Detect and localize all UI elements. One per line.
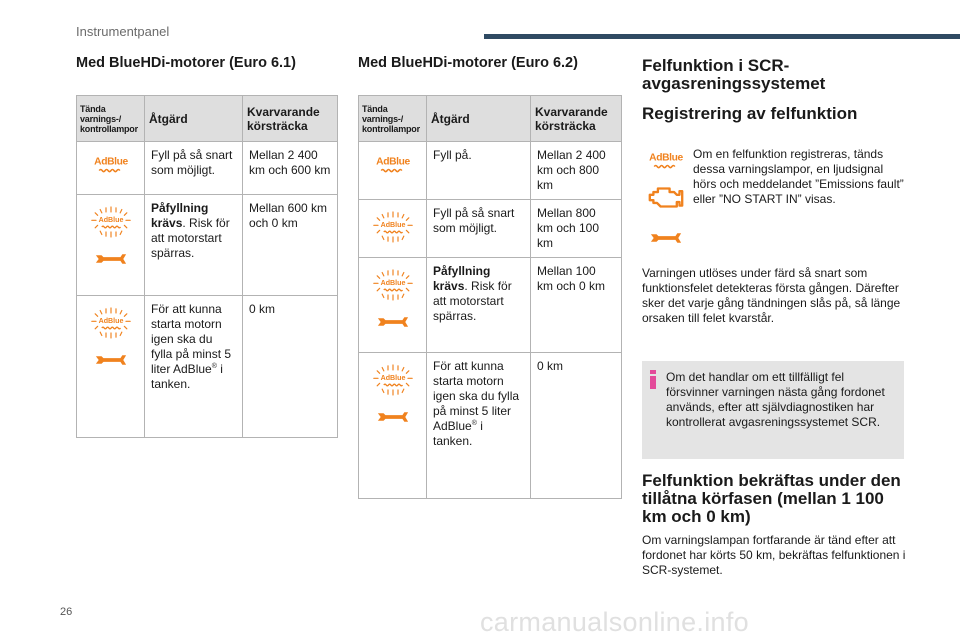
action-text: Fyll på.: [433, 148, 472, 162]
registered-mark: ®: [211, 363, 217, 370]
header-action: Åtgärd: [426, 95, 531, 142]
header-lamps: Tända varnings-/ kontrollampor: [76, 95, 145, 142]
col2-heading: Med BlueHDi-motorer (Euro 6.2): [358, 55, 578, 71]
table-header-row: Tända varnings-/ kontrollampor Åtgärd Kv…: [76, 95, 338, 142]
header-distance: Kvarvarande körsträcka: [530, 95, 622, 142]
wrench-icon: [376, 409, 410, 425]
info-text: Om det handlar om ett tillfälligt fel fö…: [666, 370, 885, 429]
lamp-cell: [76, 141, 145, 195]
header-action: Åtgärd: [144, 95, 243, 142]
table-header-row: Tända varnings-/ kontrollampor Åtgärd Kv…: [358, 95, 622, 142]
adblue-icon: [371, 152, 415, 176]
lamp-cell: [358, 141, 427, 200]
header-bar: [484, 34, 960, 39]
distance-cell: 0 km: [530, 352, 622, 499]
lamp-cell: [76, 194, 145, 296]
fault-confirmed-heading: Felfunktion bekräftas under den tillåtna…: [642, 471, 901, 526]
engine-icon: [648, 184, 684, 211]
fault-detection-text: Om en felfunktion registreras, tänds des…: [693, 147, 904, 206]
info-box: Om det handlar om ett tillfälligt fel fö…: [642, 361, 904, 459]
action-cell: Påfyllning krävs. Risk för att motorstar…: [426, 257, 531, 353]
action-text: . Risk för att motorstart spärras.: [433, 279, 512, 323]
distance-cell: Mellan 800 km och 100 km: [530, 199, 622, 258]
distance-cell: Mellan 2 400 km och 600 km: [242, 141, 338, 195]
action-bold: Påfyllning krävs: [151, 201, 209, 230]
action-text: Fyll på så snart som möjligt.: [433, 206, 515, 235]
adblue-flashing-icon: [368, 210, 418, 244]
action-bold: Påfyllning krävs: [433, 264, 491, 293]
action-text-after: i tanken.: [151, 362, 223, 391]
info-icon: [650, 370, 656, 389]
adblue-flashing-icon: [368, 363, 418, 397]
action-cell: Fyll på så snart som möjligt.: [426, 199, 531, 258]
adblue-icon: [89, 152, 133, 176]
header-distance: Kvarvarande körsträcka: [242, 95, 338, 142]
table-row: Fyll på. Mellan 2 400 km och 800 km: [358, 141, 622, 200]
chapter-title: Instrumentpanel: [76, 24, 170, 39]
distance-cell: Mellan 2 400 km och 800 km: [530, 141, 622, 200]
action-text: För att kunna starta motorn igen ska du …: [433, 359, 520, 433]
scr-fault-heading: Felfunktion i SCR-avgasreningssystemet: [642, 56, 826, 93]
table-row: Påfyllning krävs. Risk för att motorstar…: [358, 257, 622, 353]
adblue-flashing-icon: [368, 268, 418, 302]
wrench-icon: [94, 352, 128, 368]
action-cell: Fyll på så snart som möjligt.: [144, 141, 243, 195]
page-number: 26: [60, 606, 73, 618]
table-row: Påfyllning krävs. Risk för att motorstar…: [76, 194, 338, 296]
wrench-icon: [649, 230, 683, 246]
registered-mark: ®: [471, 420, 477, 427]
lamp-cell: [76, 295, 145, 438]
col1-table: Tända varnings-/ kontrollampor Åtgärd Kv…: [76, 95, 338, 438]
adblue-icon: [644, 148, 688, 172]
action-text: . Risk för att motorstart spärras.: [151, 216, 230, 260]
watermark: carmanualsonline.info: [480, 607, 749, 637]
table-row: Fyll på så snart som möjligt. Mellan 2 4…: [76, 141, 338, 195]
lamp-cell: [358, 199, 427, 258]
action-cell: Fyll på.: [426, 141, 531, 200]
distance-cell: Mellan 600 km och 0 km: [242, 194, 338, 296]
distance-cell: Mellan 100 km och 0 km: [530, 257, 622, 353]
fault-detection-heading: Registrering av felfunktion: [642, 104, 858, 123]
table-row: För att kunna starta motorn igen ska du …: [358, 352, 622, 499]
lamp-cell: [358, 257, 427, 353]
col1-heading: Med BlueHDi-motorer (Euro 6.1): [76, 55, 296, 71]
adblue-flashing-icon: [86, 205, 136, 239]
action-text-after: i tanken.: [433, 419, 483, 448]
wrench-icon: [94, 251, 128, 267]
action-cell: För att kunna starta motorn igen ska du …: [426, 352, 531, 499]
adblue-flashing-icon: [86, 306, 136, 340]
lamp-cell: [358, 352, 427, 499]
table-row: Fyll på så snart som möjligt. Mellan 800…: [358, 199, 622, 258]
distance-cell: 0 km: [242, 295, 338, 438]
wrench-icon: [376, 314, 410, 330]
action-text: Fyll på så snart som möjligt.: [151, 148, 233, 177]
action-cell: Påfyllning krävs. Risk för att motorstar…: [144, 194, 243, 296]
alert-text: Varningen utlöses under färd så snart so…: [642, 266, 901, 325]
action-cell: För att kunna starta motorn igen ska du …: [144, 295, 243, 438]
action-text: För att kunna starta motorn igen ska du …: [151, 302, 232, 376]
col2-table: Tända varnings-/ kontrollampor Åtgärd Kv…: [358, 95, 622, 499]
header-lamps: Tända varnings-/ kontrollampor: [358, 95, 427, 142]
table-row: För att kunna starta motorn igen ska du …: [76, 295, 338, 438]
fault-confirmed-text: Om varningslampan fortfarande är tänd ef…: [642, 533, 906, 577]
